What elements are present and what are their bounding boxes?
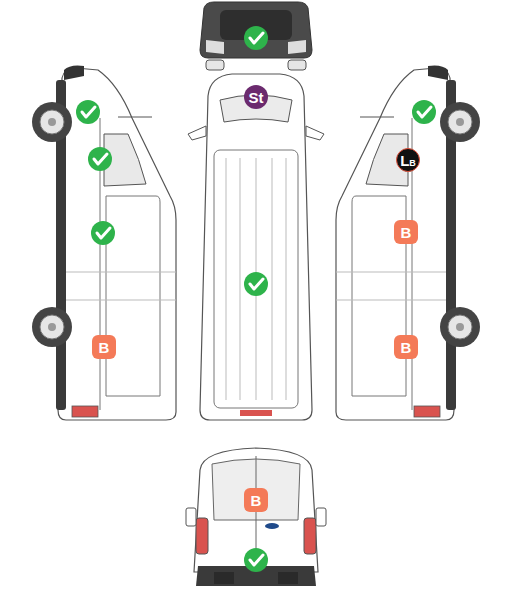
badge-letter: B bbox=[401, 340, 412, 355]
check-mark bbox=[76, 26, 436, 572]
badge-letter: L bbox=[400, 153, 409, 168]
damage-badge: B bbox=[244, 488, 268, 512]
badge-letter: St bbox=[249, 90, 264, 105]
status-badge: St bbox=[244, 85, 268, 109]
badge-letter: B bbox=[401, 225, 412, 240]
badge-letter: B bbox=[251, 493, 262, 508]
damage-badge: B bbox=[394, 220, 418, 244]
badge-letter: B bbox=[409, 159, 416, 168]
damage-badge: B bbox=[92, 335, 116, 359]
damage-badge: B bbox=[394, 335, 418, 359]
status-badge: LB bbox=[396, 148, 420, 172]
badge-letter: B bbox=[99, 340, 110, 355]
